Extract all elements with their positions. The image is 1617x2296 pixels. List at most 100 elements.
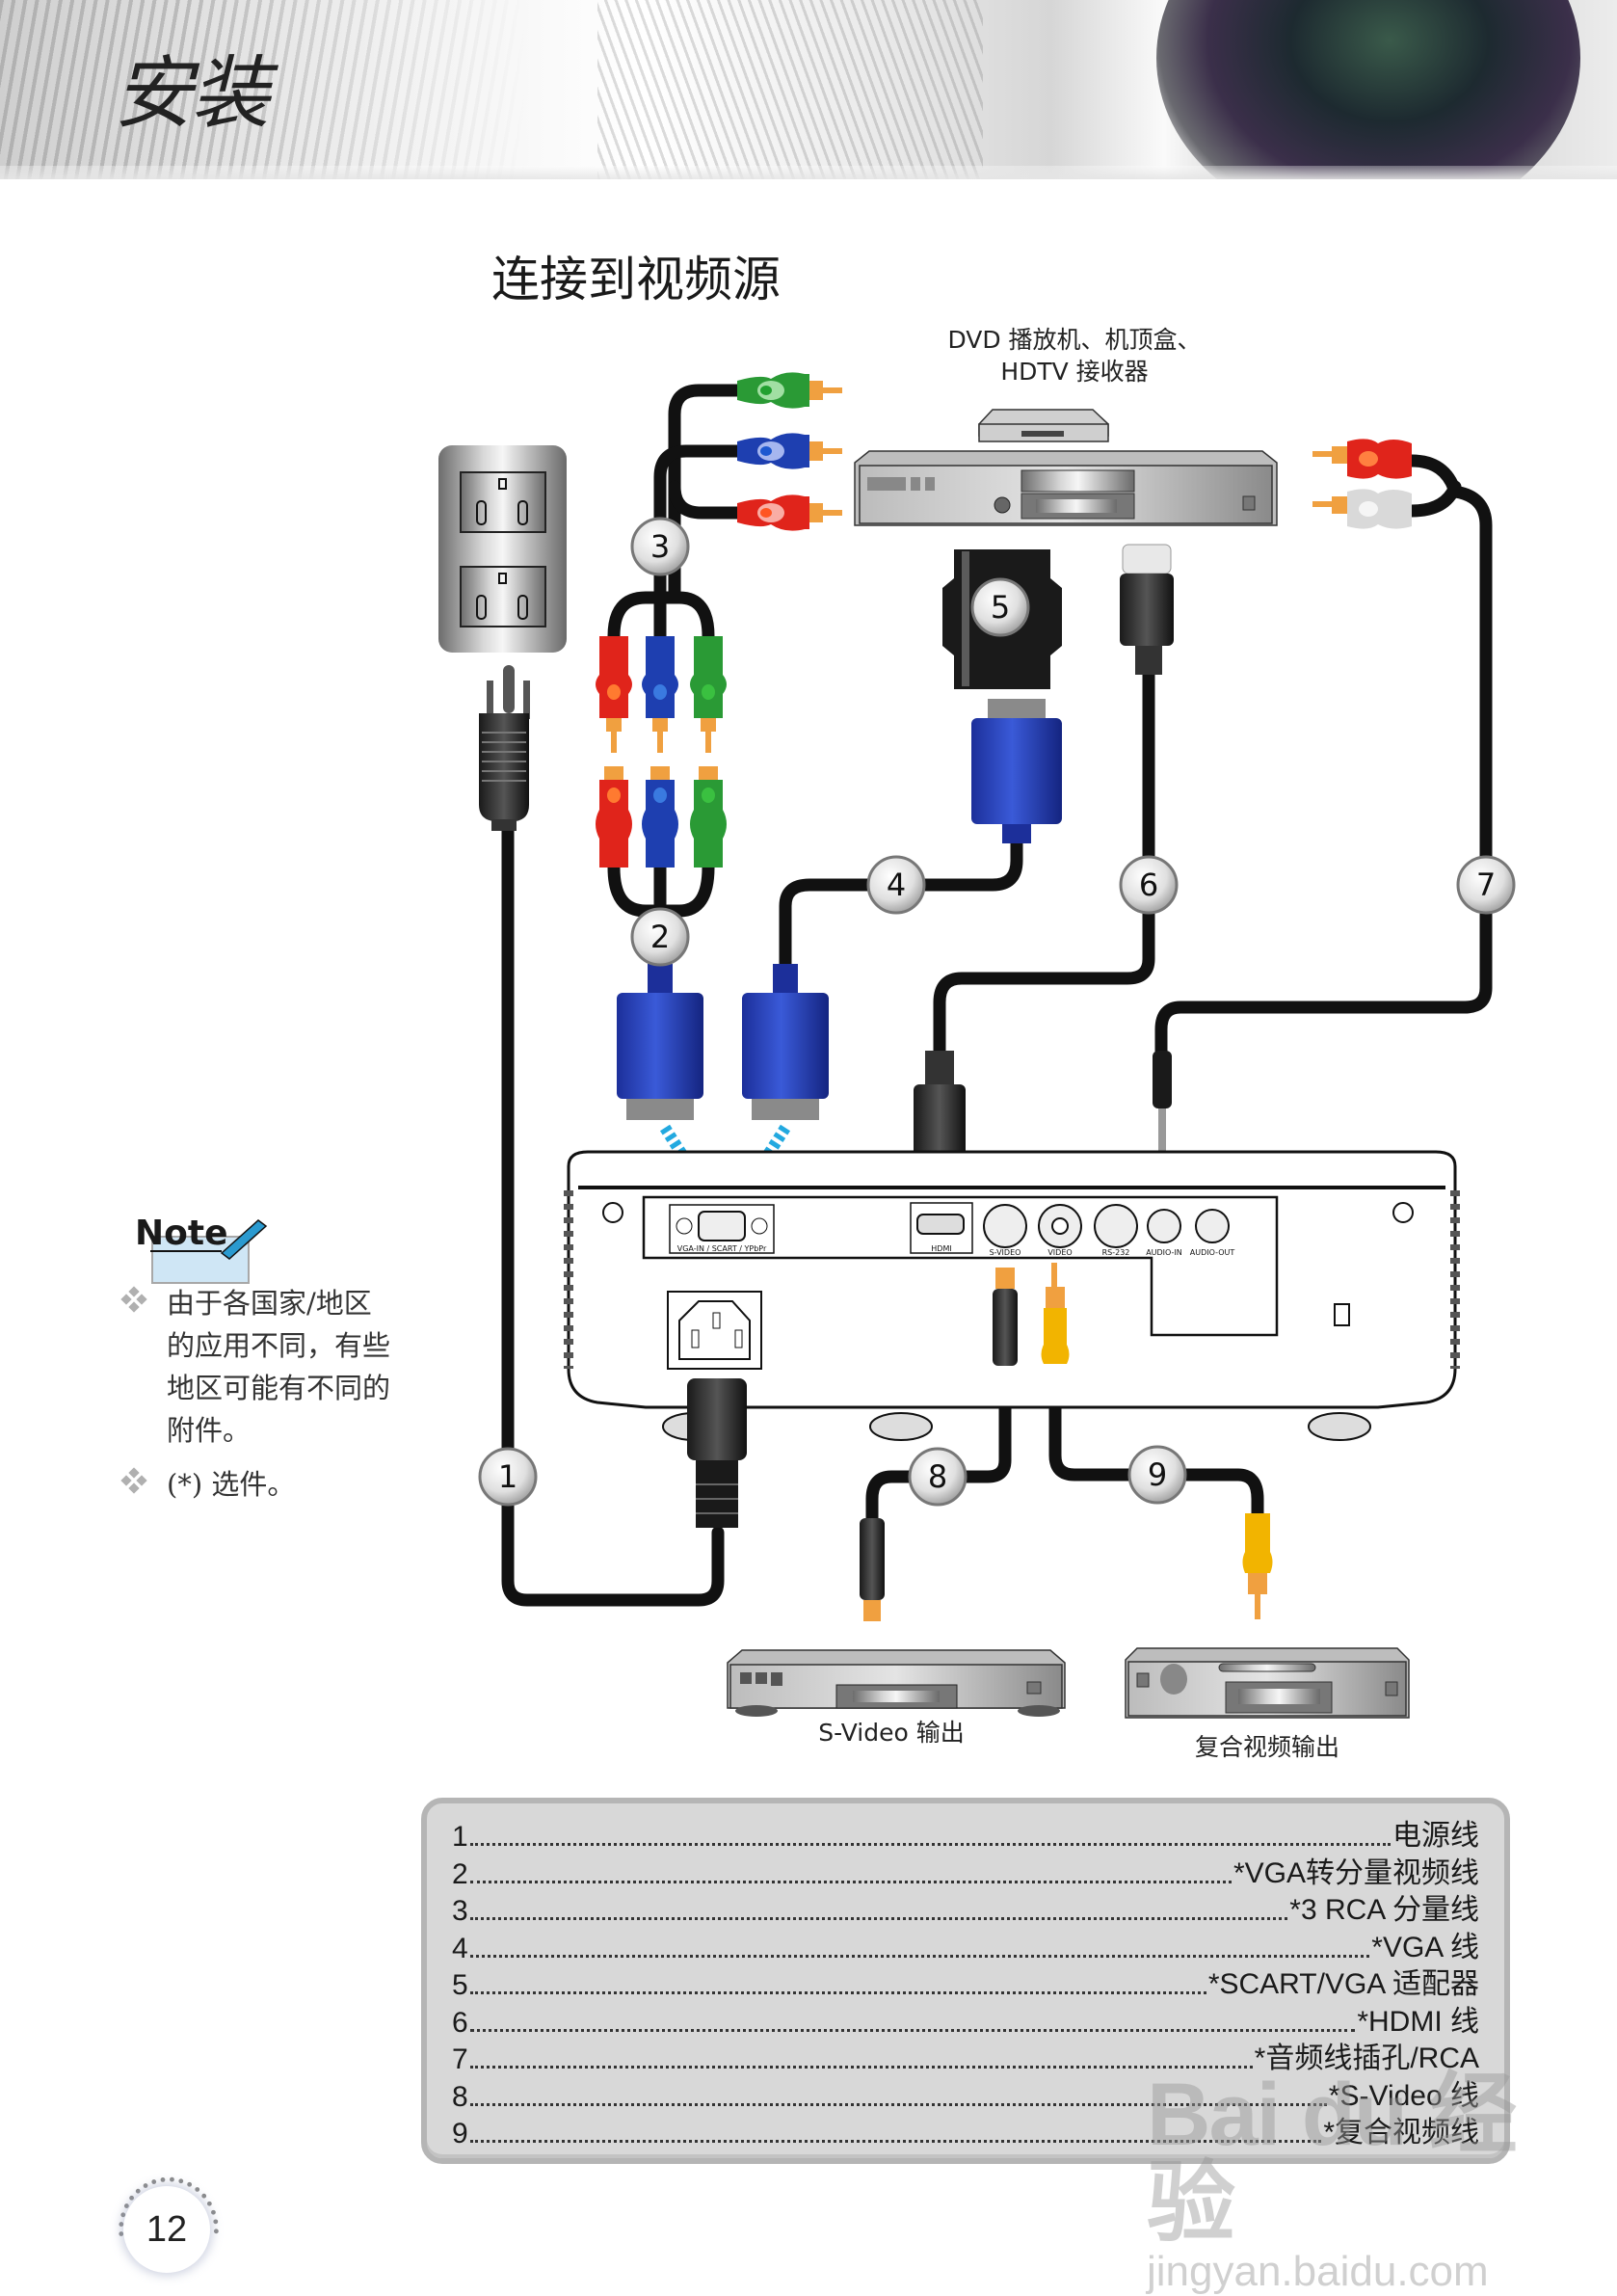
page-number-dot — [206, 2201, 212, 2206]
note-item-1: 由于各国家/地区 的应用不同，有些 地区可能有不同的 附件。 — [120, 1282, 437, 1452]
page-number-dots — [119, 2176, 219, 2236]
callout-circle — [1119, 855, 1179, 915]
legend-number: 9 — [452, 2118, 468, 2149]
page-number-dot — [123, 2203, 129, 2208]
rca-connector-pairs — [596, 636, 727, 868]
callout-number: 4 — [887, 867, 906, 903]
banner-bottom-band — [0, 166, 1617, 179]
page-number-dot — [213, 2229, 219, 2234]
cable-6-hdmi — [933, 668, 1155, 1057]
legend-cable-name: *VGA转分量视频线 — [1233, 1856, 1479, 1889]
rca-connectors-top — [737, 372, 842, 531]
callout-circle — [866, 855, 926, 915]
callout-1: 1 — [478, 1447, 538, 1507]
rca-audio-plugs — [1312, 439, 1412, 529]
composite-device-label: 复合视频输出 — [1194, 1733, 1339, 1761]
callout-circle — [908, 1447, 968, 1507]
header-banner — [0, 0, 1617, 179]
banner-stripes — [0, 0, 964, 179]
cable-7-audio-b — [1405, 480, 1462, 518]
note-item-2: (*) 选件。 — [120, 1463, 437, 1506]
legend-row: 7*音频线插孔/RCA — [452, 2040, 1479, 2076]
callout-number: 8 — [928, 1458, 947, 1495]
page-number-dot — [201, 2193, 207, 2199]
callout-markers: 1 2 3 4 5 6 7 8 9 — [478, 517, 1516, 1507]
source-device-label: DVD 播放机、机顶盒、 HDTV 接收器 — [901, 324, 1248, 387]
callout-8: 8 — [908, 1447, 968, 1507]
legend-row: 8*S-Video 线 — [452, 2077, 1479, 2114]
cable-7-audio — [1154, 454, 1493, 1057]
note-list: 由于各国家/地区 的应用不同，有些 地区可能有不同的 附件。 (*) 选件。 — [120, 1282, 437, 1506]
cable-3-fanout — [607, 562, 715, 643]
vga-connector-cable-4 — [742, 964, 829, 1120]
note-line: 附件。 — [167, 1414, 252, 1447]
rca-pair-red — [596, 636, 632, 868]
callout-circle — [1456, 855, 1516, 915]
page-number-dot — [178, 2178, 184, 2184]
callout-4: 4 — [866, 855, 926, 915]
page-number-dot — [213, 2219, 219, 2225]
vga-connector-cable-2 — [617, 964, 703, 1120]
callout-number: 9 — [1148, 1456, 1167, 1493]
page-number-dot — [143, 2183, 148, 2188]
legend-leader-dots — [469, 2065, 1253, 2069]
page-number-dot — [195, 2187, 200, 2192]
callout-circle — [630, 517, 690, 576]
legend-leader-dots — [469, 1990, 1206, 1994]
dvd-player-icon — [854, 450, 1278, 526]
legend-number: 6 — [452, 2006, 468, 2039]
svideo-device-label: S-Video 输出 — [818, 1719, 965, 1747]
page-number-dot — [119, 2231, 124, 2236]
cable-3-rca — [668, 384, 744, 604]
callout-circle — [970, 577, 1030, 637]
page-number-dot — [119, 2222, 124, 2227]
projector-lens-image — [1156, 0, 1580, 179]
svideo-plug-icon — [860, 1268, 1018, 1621]
power-cord-projector-plug — [687, 1378, 747, 1528]
note-line: (*) 选件。 — [167, 1468, 296, 1501]
power-plug-icon — [479, 665, 530, 831]
legend-number: 8 — [452, 2080, 468, 2113]
source-device-label-line2: HDTV 接收器 — [1000, 358, 1149, 386]
rca-pair-blue — [642, 636, 678, 868]
page-number-dot — [129, 2195, 135, 2201]
watermark-url: jingyan.baidu.com — [1147, 2248, 1489, 2295]
callout-number: 7 — [1476, 867, 1496, 903]
callout-2: 2 — [630, 907, 690, 967]
watermark-logo-text: Bai du 经验 — [1147, 2066, 1518, 2253]
legend-number: 2 — [452, 1857, 468, 1890]
rca-plug-blue — [737, 433, 842, 469]
vga-connector-scart-end — [971, 699, 1062, 843]
legend-cable-name: *HDMI 线 — [1357, 2005, 1479, 2038]
page-number: 12 — [123, 2186, 210, 2273]
legend-cable-name: *VGA 线 — [1371, 1931, 1479, 1963]
callout-3: 3 — [630, 517, 690, 576]
hdmi-plug-top — [1120, 544, 1174, 675]
port-label-vga: VGA-IN / SCART / YPbPr — [677, 1244, 767, 1253]
cable-3-rca-b — [653, 444, 744, 604]
legend-leader-dots — [469, 2139, 1322, 2143]
callout-circle — [1127, 1445, 1187, 1505]
diamond-bullet-icon — [120, 1467, 147, 1494]
callout-5: 5 — [970, 577, 1030, 637]
legend-row: 5*SCART/VGA 适配器 — [452, 1965, 1479, 2002]
cable-1-power — [501, 822, 725, 1607]
callout-number: 6 — [1139, 867, 1158, 903]
legend-number: 1 — [452, 1821, 468, 1853]
legend-number: 4 — [452, 1932, 468, 1964]
note-line: 地区可能有不同的 — [167, 1372, 391, 1404]
callout-6: 6 — [1119, 855, 1179, 915]
port-label-audio-in: AUDIO-IN — [1146, 1248, 1182, 1257]
legend-cable-name: *音频线插孔/RCA — [1254, 2042, 1479, 2074]
vga-insert-arrows — [659, 1124, 791, 1199]
legend-leader-dots — [469, 1842, 1391, 1846]
legend-cable-name: *SCART/VGA 适配器 — [1207, 1968, 1479, 2000]
callout-circle — [478, 1447, 538, 1507]
legend-leader-dots — [469, 2028, 1356, 2032]
set-top-box-icon — [978, 409, 1109, 442]
note-title: Note — [135, 1214, 228, 1253]
audio-jack-plug — [1153, 1051, 1172, 1157]
